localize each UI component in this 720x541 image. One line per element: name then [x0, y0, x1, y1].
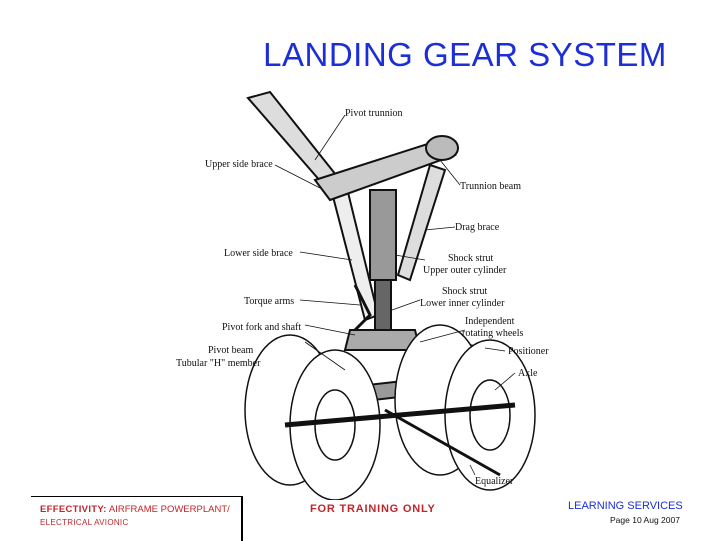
pivot-trunnion [425, 135, 459, 161]
label-lower-side-brace: Lower side brace [224, 248, 293, 259]
label-independent-1: Independent [465, 316, 515, 327]
slide-title: LANDING GEAR SYSTEM [263, 36, 667, 73]
wheels-left [244, 334, 381, 500]
drag-brace [396, 163, 447, 282]
effectivity-label: EFFECTIVITY: [40, 504, 107, 515]
equalizer [384, 408, 501, 477]
learning-services: LEARNING SERVICES [568, 500, 683, 512]
label-shock-strut-upper-1: Shock strut [448, 253, 494, 264]
label-pivot-fork: Pivot fork and shaft [222, 322, 301, 333]
label-torque-arms: Torque arms [244, 296, 294, 307]
shock-strut-upper [369, 189, 397, 281]
label-positioner: Positioner [508, 346, 549, 357]
label-tubular-h: Tubular "H" member [176, 358, 261, 369]
upper-side-brace [246, 90, 342, 192]
label-upper-side-brace: Upper side brace [205, 159, 273, 170]
footer-divider [31, 496, 243, 541]
label-drag-brace: Drag brace [455, 222, 500, 233]
label-equalizer: Equalizer [475, 476, 514, 487]
label-trunnion-beam: Trunnion beam [460, 181, 521, 192]
label-shock-strut-lower-2: Lower inner cylinder [420, 298, 505, 309]
label-pivot-beam: Pivot beam [208, 345, 253, 356]
label-shock-strut-lower-1: Shock strut [442, 286, 488, 297]
effectivity: EFFECTIVITY: AIRFRAME POWERPLANT/ [40, 504, 230, 515]
effectivity-value-line2: ELECTRICAL AVIONIC [40, 518, 129, 527]
label-pivot-trunnion: Pivot trunnion [345, 108, 403, 119]
label-axle: Axle [518, 368, 538, 379]
label-independent-2: rotating wheels [462, 328, 523, 339]
wheels-right [394, 324, 536, 491]
effectivity-value-line1: AIRFRAME POWERPLANT/ [108, 504, 230, 515]
torque-arms [353, 284, 372, 332]
landing-gear-diagram: Pivot trunnion Upper side brace Trunnion… [176, 90, 549, 500]
axle [284, 402, 516, 428]
training-notice: FOR TRAINING ONLY [310, 503, 436, 515]
label-shock-strut-upper-2: Upper outer cylinder [423, 265, 507, 276]
page-info: Page 10 Aug 2007 [610, 515, 680, 525]
